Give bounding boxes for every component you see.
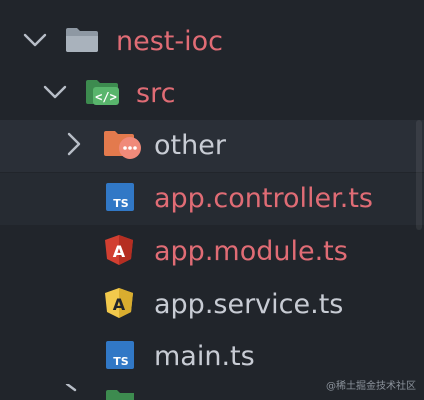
- tree-row-partial[interactable]: [0, 384, 424, 400]
- watermark: @稀土掘金技术社区: [326, 381, 416, 392]
- tree-row-main[interactable]: TS main.ts: [0, 331, 424, 383]
- file-label: app.module.ts: [154, 236, 348, 267]
- source-folder-icon: </>: [84, 77, 122, 111]
- tree-row-src[interactable]: </> src: [0, 68, 424, 120]
- tree-row-app-controller[interactable]: TS app.controller.ts: [0, 173, 424, 225]
- angular-icon: A: [104, 287, 134, 323]
- folder-label: nest-ioc: [116, 26, 223, 57]
- ts-badge-text: TS: [113, 197, 129, 210]
- chevron-down-icon[interactable]: [22, 32, 48, 52]
- chevron-right-icon: [64, 384, 80, 400]
- scrollbar[interactable]: [414, 0, 424, 400]
- scrollbar-thumb[interactable]: [416, 120, 422, 230]
- ts-badge-text: TS: [113, 355, 129, 368]
- tree-row-nest-ioc[interactable]: nest-ioc: [0, 16, 424, 68]
- file-label: other: [154, 130, 226, 161]
- folder-label: src: [136, 78, 176, 109]
- typescript-file-icon: TS: [106, 183, 134, 215]
- tree-row-other[interactable]: other: [0, 120, 424, 172]
- angular-letter: A: [113, 295, 126, 314]
- file-label: main.ts: [154, 341, 255, 372]
- typescript-file-icon: TS: [106, 341, 134, 373]
- chevron-down-icon[interactable]: [42, 84, 68, 104]
- file-label: app.controller.ts: [154, 183, 373, 214]
- tree-row-app-service[interactable]: A app.service.ts: [0, 279, 424, 331]
- folder-open-icon: [64, 26, 100, 58]
- file-label: app.service.ts: [154, 289, 344, 320]
- tree-row-app-module[interactable]: A app.module.ts: [0, 226, 424, 278]
- chevron-right-icon[interactable]: [66, 131, 82, 161]
- angular-icon: A: [104, 234, 134, 270]
- angular-letter: A: [113, 242, 126, 261]
- folder-icon: [104, 384, 138, 400]
- folder-icon: [102, 128, 144, 164]
- code-symbol-text: </>: [95, 90, 117, 104]
